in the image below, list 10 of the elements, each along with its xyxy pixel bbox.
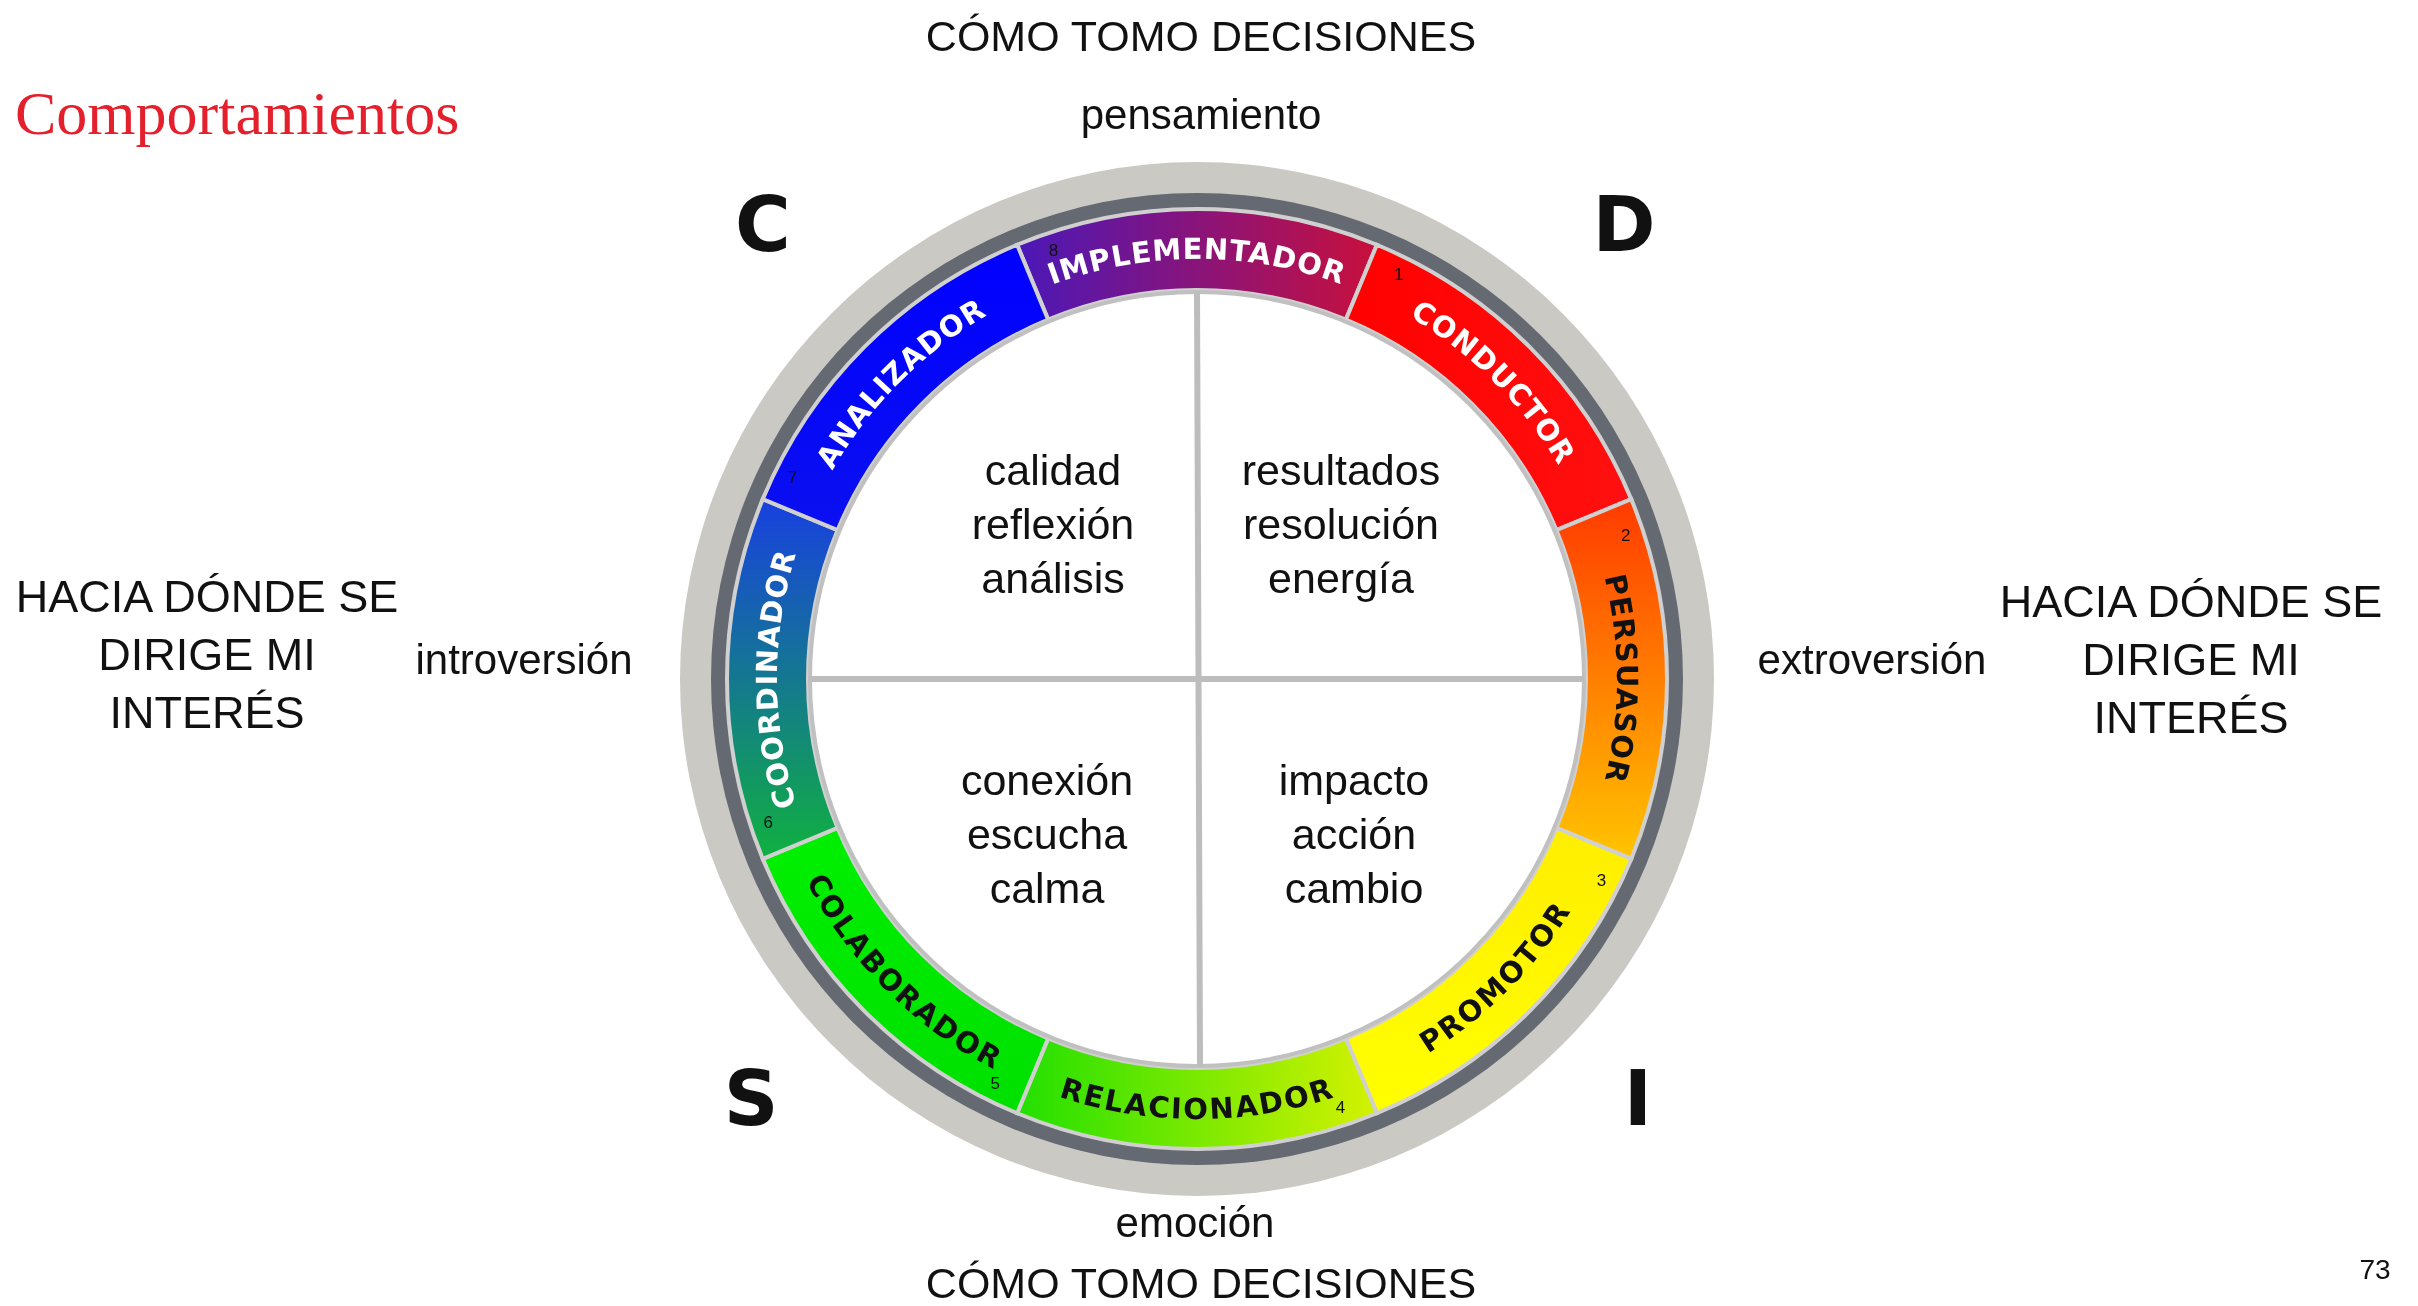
- pole-label: pensamiento: [1080, 91, 1322, 139]
- page-number: 73: [2359, 1254, 2391, 1286]
- axis-label: CÓMO TOMO DECISIONES: [925, 11, 1477, 61]
- axis-label: CÓMO TOMO DECISIONES: [925, 1258, 1477, 1306]
- pole-label: emoción: [1115, 1199, 1275, 1247]
- axis-label: HACIA DÓNDE SE DIRIGE MI INTERÉS: [14, 570, 400, 740]
- pole-label: introversión: [415, 636, 633, 684]
- pole-label: extroversión: [1757, 636, 1987, 684]
- axis-label: HACIA DÓNDE SE DIRIGE MI INTERÉS: [1998, 575, 2384, 745]
- title: Comportamientos: [15, 78, 460, 149]
